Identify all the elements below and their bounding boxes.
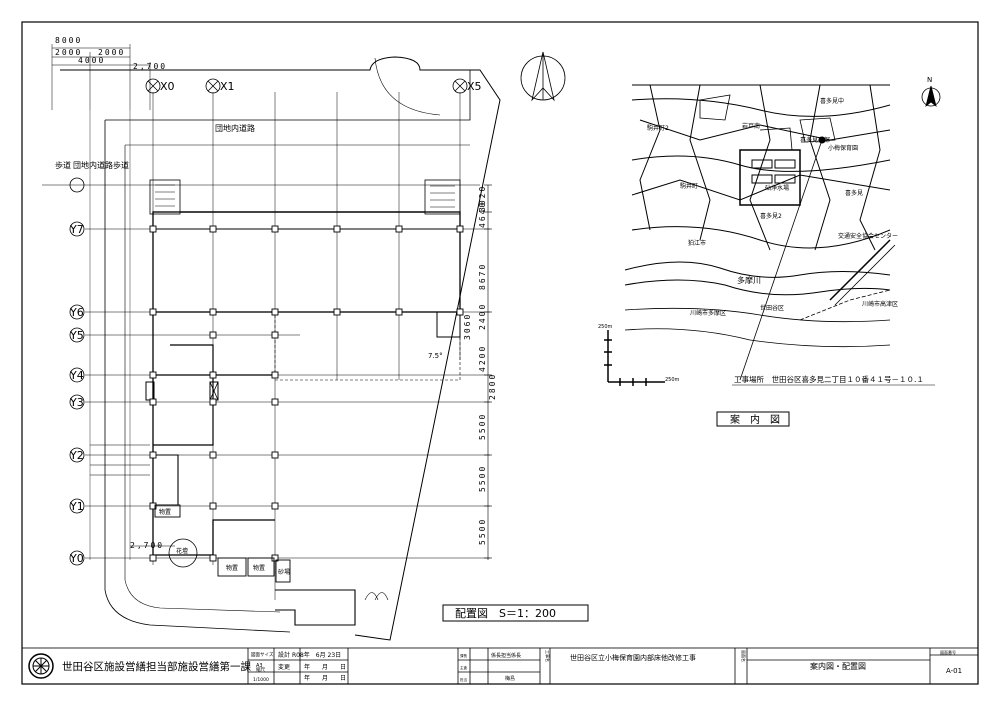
map-label-safety-center: 交通安全協会センター [838,232,898,240]
site-plan [42,44,501,641]
dim-top-2000a: 2000 [55,48,82,57]
dim-right-4640: 4640 [478,201,487,228]
map-scale [604,330,665,386]
storage-label-2: 物置 [226,564,238,572]
grid-label-y1: Y1 [69,500,84,513]
drawing-name-label: 図面名 [741,650,747,662]
grid-label-x0: X0 [160,80,175,93]
org-name: 世田谷区施設営繕担当部施設営繕第一課 [62,660,251,673]
paper-size-value: A3 [256,663,263,669]
grid-label-y0: Y0 [69,552,84,565]
check2-label: 主査 [460,665,468,670]
grid-label-y3: Y3 [69,396,84,409]
dim-right-5500c: 5500 [478,518,487,545]
grid-label-y4: Y4 [69,369,84,382]
scale-label: 縮尺 [256,666,265,673]
map-label-komae-city: 狛江市 [688,239,706,247]
right-dimensions: 3020 4640 8670 2400 3060 4200 2800 5500 … [463,185,497,545]
grid-label-y5: Y5 [69,329,84,342]
map-label-komai-2: 駒井町2 [647,124,669,132]
grid-label-y2: Y2 [69,449,84,462]
map-north-icon [921,85,941,108]
map-north-label: N [927,76,932,84]
project-name: 世田谷区立小梅保育園内部床他改修工事 [570,653,696,662]
drawing-no: A-01 [946,667,962,675]
dim-left-2700: 2,700 [130,541,164,550]
site-plan-title: 配置図 S＝1：200 [455,607,556,620]
map-label-water-plant: 砧浄水場 [765,184,789,192]
change-date: 年 月 日 [304,663,346,671]
checker-title: 係長担当係長 [491,652,521,659]
dim-top-2700: 2,700 [133,62,167,71]
grid-label-x1: X1 [220,80,235,93]
dim-right-3060: 3060 [463,313,472,340]
map-label-kawasaki-takatsu: 川崎市高津区 [862,300,898,308]
location-map-title-box [716,411,790,427]
check3-label: 担当 [460,677,468,682]
drawing-name: 案内図・配置図 [810,661,866,671]
map-label-komai: 駒井町 [680,182,698,190]
sidewalk-road-label: 団地内道路歩道 [73,160,129,170]
dim-right-2400: 2400 [478,303,487,330]
change-date-2: 年 月 日 [304,674,346,682]
grid-bubbles-y [69,177,85,566]
change-label: 変更 [278,663,290,671]
drawing-no-label: 図面番号 [940,649,956,655]
dim-right-4200: 4200 [478,345,487,372]
map-label-koume-nursery: 小梅保育園 [828,144,858,152]
location-map-title: 案 内 図 [730,413,780,426]
flowerbed-label: 花壇 [176,547,188,555]
sidewalk-label: 歩道 [55,160,71,170]
project-label: 工事名 [545,650,551,662]
site-location: 工事場所 世田谷区喜多見二丁目１０番４１号－１０.１ [734,374,924,384]
map-label-kitami-2: 喜多見2 [760,212,782,220]
angle-label: 7.5° [428,352,443,360]
grid-label-y7: Y7 [69,223,84,236]
design-label: 設計 [278,651,290,659]
design-date: R08年 6月 23日 [292,651,341,659]
location-map [624,84,896,381]
map-label-kitami: 喜多見 [845,189,863,197]
map-label-tama-river: 多摩川 [737,275,761,285]
scale-value: 1/1000 [253,677,269,683]
grid-label-y6: Y6 [69,306,84,319]
dim-top-4000: 4000 [78,56,105,65]
grid-label-x5: X5 [467,80,482,93]
map-labels: 喜多見中 岩戸南 駒井町2 喜多見東部 駒井町 砧浄水場 喜多見2 狛江市 交通… [647,97,898,317]
checker-name: 梅島 [505,675,515,682]
paper-size-label: 図面サイズ [251,651,274,658]
storage-label-3: 物置 [253,564,265,572]
map-scale-v: 250m [598,324,613,330]
site-plan-title-box [442,604,589,622]
title-block [21,647,979,685]
map-label-kitami-junior-high: 喜多見中 [820,97,844,105]
map-label-iwato-minami: 岩戸南 [742,122,760,130]
road-label: 団地内道路 [215,123,255,133]
sheet-border [21,21,979,685]
dim-right-5500b: 5500 [478,465,487,492]
grid-bubbles-x [145,78,468,94]
sandbox-label: 砂場 [278,568,290,576]
dim-right-2800: 2800 [488,373,497,400]
storage-label-1: 物置 [159,508,171,516]
map-label-setagaya: 世田谷区 [760,304,784,312]
dim-top-8000: 8000 [55,36,82,45]
map-label-kitami-east: 喜多見東部 [800,136,830,144]
map-scale-h: 250m [665,377,680,383]
north-arrow-icon [520,51,566,102]
map-label-kawasaki-tama: 川崎市多摩区 [690,309,726,317]
dim-right-8670: 8670 [478,263,487,290]
grid-labels: X0 X1 X5 Y7 Y6 Y5 Y4 Y3 Y2 Y1 Y0 [69,80,482,565]
check-label: 課長 [460,653,468,658]
dim-right-5500a: 5500 [478,413,487,440]
dim-right-3020: 3020 [478,185,487,212]
dim-top-2000b: 2000 [98,48,125,57]
